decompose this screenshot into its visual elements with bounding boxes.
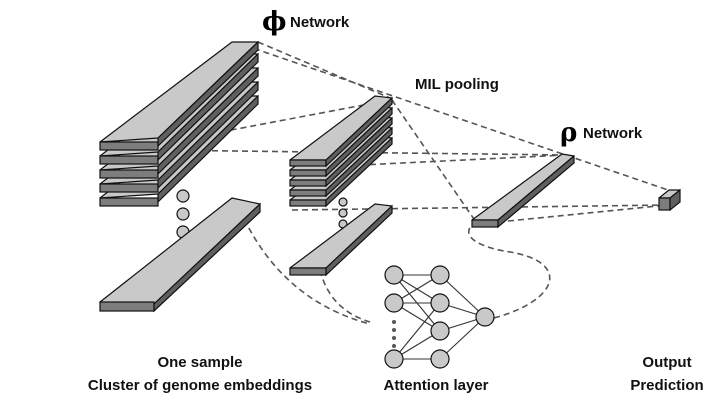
connector-low: [291, 204, 669, 211]
attention-output-node: [475, 307, 495, 327]
attention-hidden-nodes: [430, 265, 450, 369]
connector-curve-sample: [239, 209, 371, 325]
attention-network: [384, 265, 495, 369]
connector-curve-attention: [468, 221, 551, 319]
rho-network-slab: [471, 153, 575, 229]
rho-network-label: Network: [583, 125, 643, 142]
mil-pooling-stack: [289, 95, 393, 208]
output-cube: [658, 188, 681, 212]
connector-rho-to-output: [497, 204, 669, 223]
output-caption-line2: Prediction: [630, 377, 703, 394]
phi-network-label: Network: [290, 14, 350, 31]
sample-slab: [99, 197, 261, 313]
attention-input-nodes: [384, 265, 404, 369]
phi-ellipsis: [176, 189, 190, 239]
connector-phi-to-mil: [257, 41, 391, 99]
attention-vertical-dots: [392, 320, 396, 348]
attention-caption: Attention layer: [383, 377, 488, 394]
connector-curve-mil: [319, 269, 371, 323]
phi-symbol: ϕ: [262, 7, 286, 37]
rho-symbol: ρ: [560, 118, 577, 148]
connector-top-to-output: [234, 41, 669, 191]
sample-caption-line1: One sample: [157, 354, 242, 371]
phi-network-stack: [99, 40, 259, 207]
connector-phi-to-rho: [151, 149, 567, 156]
output-caption-line1: Output: [642, 354, 691, 371]
sample-caption-line2: Cluster of genome embeddings: [88, 377, 312, 394]
attention-edges: [393, 274, 486, 360]
mil-single-slab: [289, 203, 393, 277]
mil-pooling-label: MIL pooling: [415, 76, 499, 93]
phi-slab-1: [99, 40, 259, 151]
mil-ellipsis: [338, 197, 348, 229]
